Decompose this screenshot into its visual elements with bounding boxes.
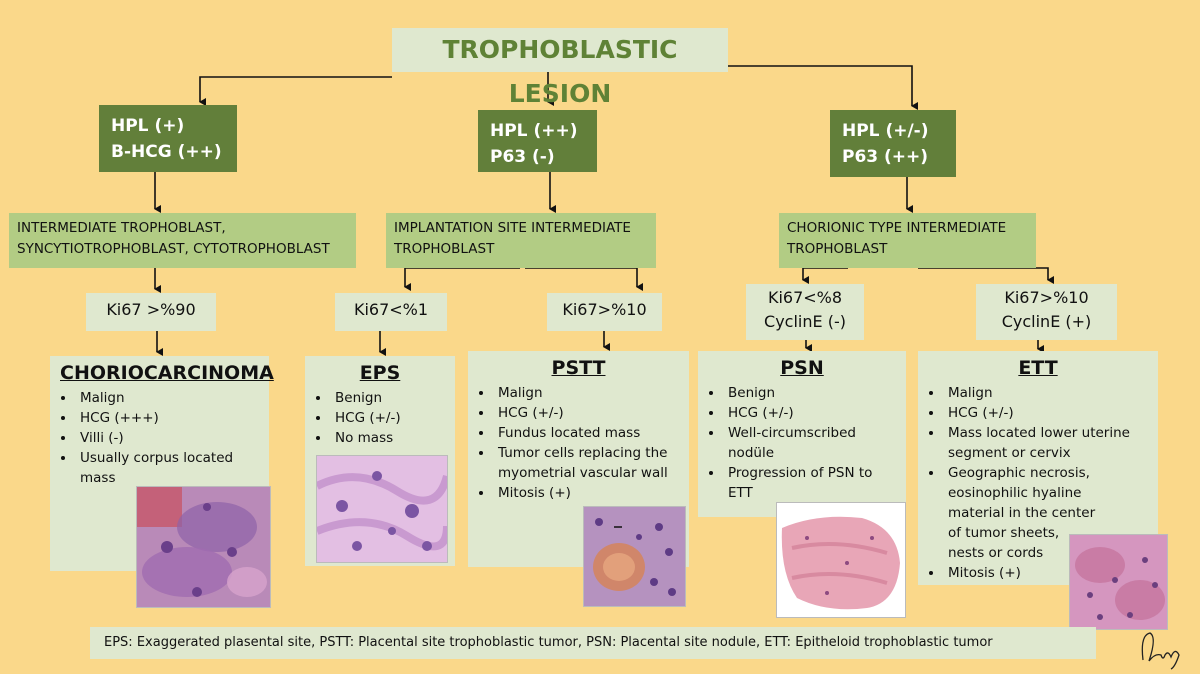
footnote-legend: EPS: Exaggerated plasental site, PSTT: P… — [90, 627, 1096, 659]
list-item: Mitosis (+) — [494, 483, 679, 503]
list-item: Mass located lower uterine segment or ce… — [944, 423, 1148, 463]
histology-image-pstt — [583, 506, 686, 607]
list-item: HCG (+/-) — [331, 408, 445, 428]
list-item: Tumor cells replacing the myometrial vas… — [494, 443, 679, 483]
lesion-box-psn: PSN Benign HCG (+/-) Well-circumscribed … — [698, 351, 906, 517]
ki67-box-choriocarcinoma: Ki67 >%90 — [86, 293, 216, 331]
lesion-name: ETT — [1018, 357, 1058, 379]
list-item: HCG (+/-) — [724, 403, 896, 423]
ki67-box-eps: Ki67<%1 — [335, 293, 447, 331]
lesion-features: Malign HCG (+++) Villi (-) Usually corpu… — [60, 388, 259, 488]
list-item: Fundus located mass — [494, 423, 679, 443]
cell-type-box-3: CHORIONIC TYPE INTERMEDIATE TROPHOBLAST — [779, 213, 1036, 268]
histology-image-psn — [776, 502, 906, 618]
lesion-box-pstt: PSTT Malign HCG (+/-) Fundus located mas… — [468, 351, 689, 567]
histology-image-ett — [1069, 534, 1168, 630]
histology-image-choriocarcinoma — [136, 486, 271, 608]
lesion-features: Benign HCG (+/-) No mass — [315, 388, 445, 448]
lesion-name: EPS — [359, 362, 401, 384]
list-item: Malign — [494, 383, 679, 403]
lesion-name: PSTT — [551, 357, 606, 379]
list-item: No mass — [331, 428, 445, 448]
ki67-box-ett: Ki67>%10 CyclinE (+) — [976, 284, 1117, 340]
marker-box-3: HPL (+/-) P63 (++) — [830, 110, 956, 177]
list-item: HCG (+/-) — [494, 403, 679, 423]
list-item: Benign — [724, 383, 896, 403]
lesion-features: Malign HCG (+/-) Mass located lower uter… — [928, 383, 1148, 583]
list-item: Benign — [331, 388, 445, 408]
list-item: Malign — [76, 388, 259, 408]
list-item: HCG (+/-) — [944, 403, 1148, 423]
list-item: Mitosis (+) — [944, 563, 1148, 583]
lesion-features: Benign HCG (+/-) Well-circumscribed nodü… — [708, 383, 896, 503]
signature-mark — [1141, 632, 1180, 670]
lesion-features: Malign HCG (+/-) Fundus located mass Tum… — [478, 383, 679, 503]
list-item: Villi (-) — [76, 428, 259, 448]
cell-type-box-1: INTERMEDIATE TROPHOBLAST, SYNCYTIOTROPHO… — [9, 213, 356, 268]
list-item: Malign — [944, 383, 1148, 403]
lesion-name: PSN — [780, 357, 824, 379]
lesion-name: CHORIOCARCINOMA — [60, 362, 274, 384]
list-item: Progression of PSN to ETT — [724, 463, 896, 503]
cell-type-box-2: IMPLANTATION SITE INTERMEDIATE TROPHOBLA… — [386, 213, 656, 268]
marker-box-1: HPL (+) B-HCG (++) — [99, 105, 237, 172]
list-item: Well-circumscribed nodüle — [724, 423, 896, 463]
list-item: Usually corpus located mass — [76, 448, 270, 488]
list-item: Geographic necrosis, eosinophilic hyalin… — [944, 463, 1098, 563]
ki67-box-pstt: Ki67>%10 — [547, 293, 662, 331]
marker-box-2: HPL (++) P63 (-) — [478, 110, 597, 172]
diagram-title: TROPHOBLASTIC LESION — [392, 28, 728, 108]
histology-image-eps — [316, 455, 448, 563]
list-item: HCG (+++) — [76, 408, 259, 428]
ki67-box-psn: Ki67<%8 CyclinE (-) — [746, 284, 864, 340]
